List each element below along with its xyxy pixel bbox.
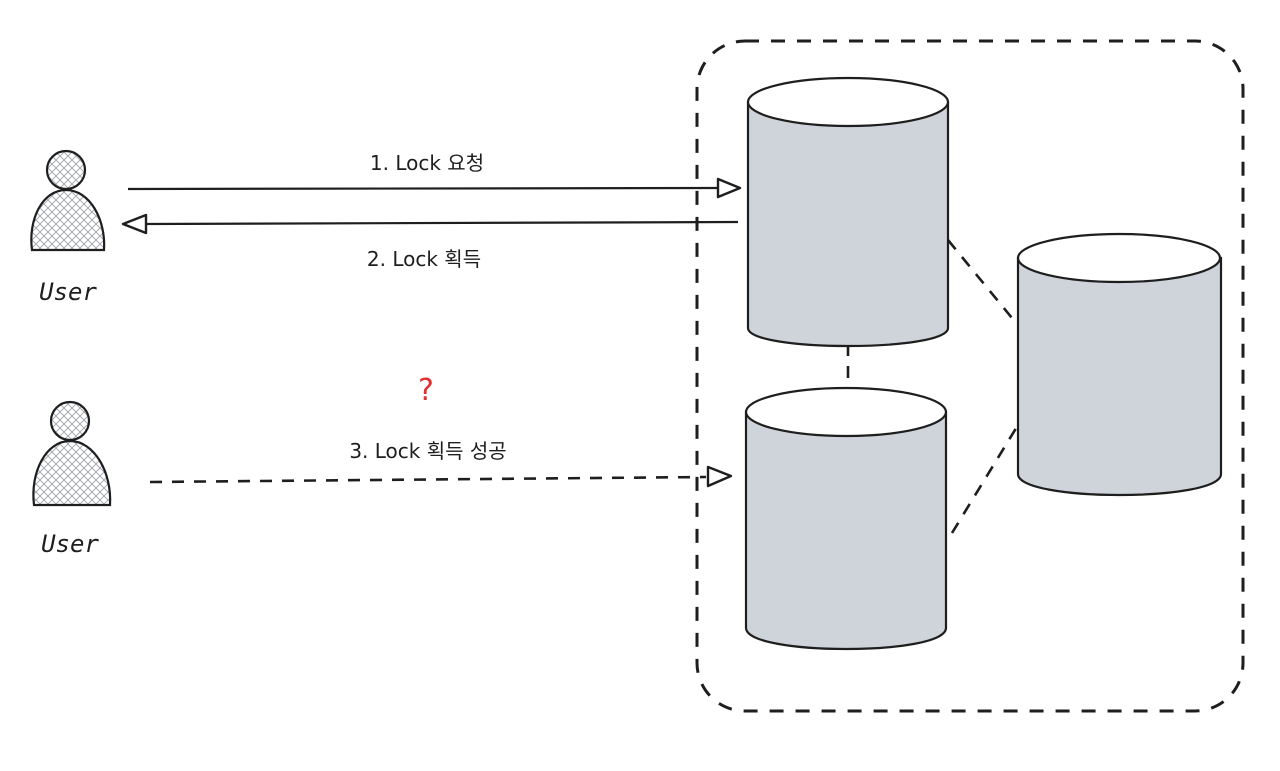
user-label: User [39, 278, 97, 306]
database-primary-top [746, 76, 950, 128]
person-icon [30, 149, 106, 252]
arrow-lock-acquire [121, 213, 739, 235]
cylinder-database-icon [744, 410, 948, 651]
database-primary [746, 76, 950, 348]
db-link-top-right [946, 239, 1014, 319]
user-label: User [41, 530, 99, 558]
cylinder-database-icon [1016, 256, 1223, 497]
message-lock-request: 1. Lock 요청 [370, 151, 484, 175]
database-secondary-top [744, 386, 948, 438]
user-actor-2: User [32, 400, 112, 558]
person-icon [32, 400, 112, 507]
db-link-bottom-right [950, 424, 1020, 534]
message-lock-acquire: 2. Lock 획득 [367, 247, 481, 271]
cylinder-database-icon [746, 100, 950, 348]
arrow-lock-success [149, 465, 733, 488]
user-actor-1: User [30, 149, 106, 306]
database-tertiary [1016, 232, 1223, 497]
database-secondary [744, 386, 948, 651]
cluster-boundary [695, 39, 1245, 713]
arrow-lock-request [127, 177, 742, 199]
message-lock-success: 3. Lock 획득 성공 [349, 439, 506, 463]
question-mark: ? [418, 373, 434, 408]
database-tertiary-top [1016, 232, 1222, 284]
